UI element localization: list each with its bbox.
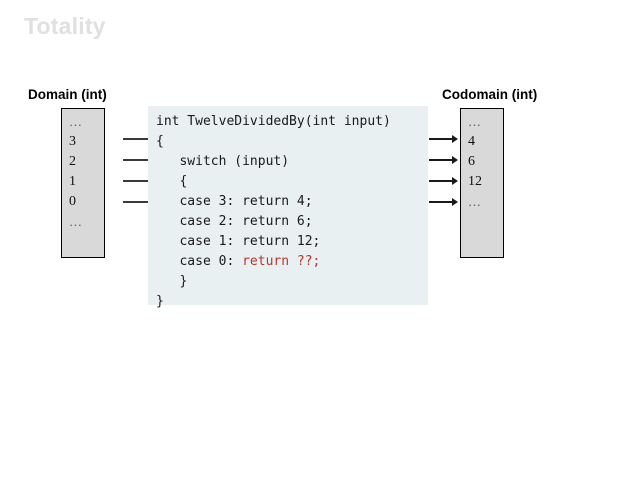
domain-heading: Domain (int)	[28, 87, 107, 102]
domain-item-1: 3	[69, 134, 76, 149]
code-line-4: {	[156, 172, 428, 192]
code-line-3: switch (input)	[156, 152, 428, 172]
domain-box: … 3 2 1 0 …	[61, 108, 105, 258]
code-line-7: case 1: return 12;	[156, 232, 428, 252]
code-line-6: case 2: return 6;	[156, 212, 428, 232]
code-line-8-error-text: return ??;	[242, 254, 321, 269]
codomain-arrow-line-1	[429, 138, 454, 140]
codomain-arrow-head-3	[452, 177, 458, 185]
code-line-6-text: case 2: return 6;	[156, 214, 313, 229]
code-line-2: {	[156, 132, 428, 152]
domain-link-line-2	[123, 159, 148, 161]
code-line-4-text: {	[156, 174, 188, 189]
codomain-item-3: 12	[468, 174, 482, 189]
function-code-block: int TwelveDividedBy(int input) { switch …	[148, 106, 428, 309]
domain-item-5: …	[69, 214, 83, 229]
code-line-5: case 3: return 4;	[156, 192, 428, 212]
domain-link-line-3	[123, 180, 148, 182]
codomain-arrow-head-4	[452, 198, 458, 206]
domain-item-list: … 3 2 1 0 …	[69, 112, 102, 232]
domain-link-line-1	[123, 138, 148, 140]
code-line-8-text: case 0:	[156, 254, 243, 269]
codomain-heading: Codomain (int)	[442, 87, 538, 102]
codomain-arrow-head-2	[452, 156, 458, 164]
code-line-1: int TwelveDividedBy(int input)	[156, 112, 428, 132]
codomain-item-list: … 4 6 12 …	[468, 112, 501, 212]
code-line-5-text: case 3: return 4;	[156, 194, 313, 209]
domain-item-2: 2	[69, 154, 76, 169]
codomain-item-0: …	[468, 114, 482, 129]
code-line-9: }	[156, 272, 428, 292]
domain-link-line-4	[123, 201, 148, 203]
page-title: Totality	[24, 13, 106, 39]
codomain-arrow-head-1	[452, 135, 458, 143]
code-line-7-text: case 1: return 12;	[156, 234, 321, 249]
code-line-2-text: {	[156, 134, 164, 149]
codomain-arrow-line-3	[429, 180, 454, 182]
codomain-item-4: …	[468, 194, 482, 209]
code-line-10: }	[156, 292, 428, 312]
code-line-1-text: int TwelveDividedBy(int input)	[156, 114, 391, 129]
codomain-item-1: 4	[468, 134, 475, 149]
code-line-8: case 0: return ??;	[156, 252, 428, 272]
codomain-arrow-line-4	[429, 201, 454, 203]
code-line-10-text: }	[156, 294, 164, 309]
domain-item-3: 1	[69, 174, 76, 189]
code-line-3-text: switch (input)	[156, 154, 290, 169]
code-line-9-text: }	[156, 274, 188, 289]
codomain-arrow-line-2	[429, 159, 454, 161]
codomain-item-2: 6	[468, 154, 475, 169]
domain-item-0: …	[69, 114, 83, 129]
domain-item-4: 0	[69, 194, 76, 209]
codomain-box: … 4 6 12 …	[460, 108, 504, 258]
